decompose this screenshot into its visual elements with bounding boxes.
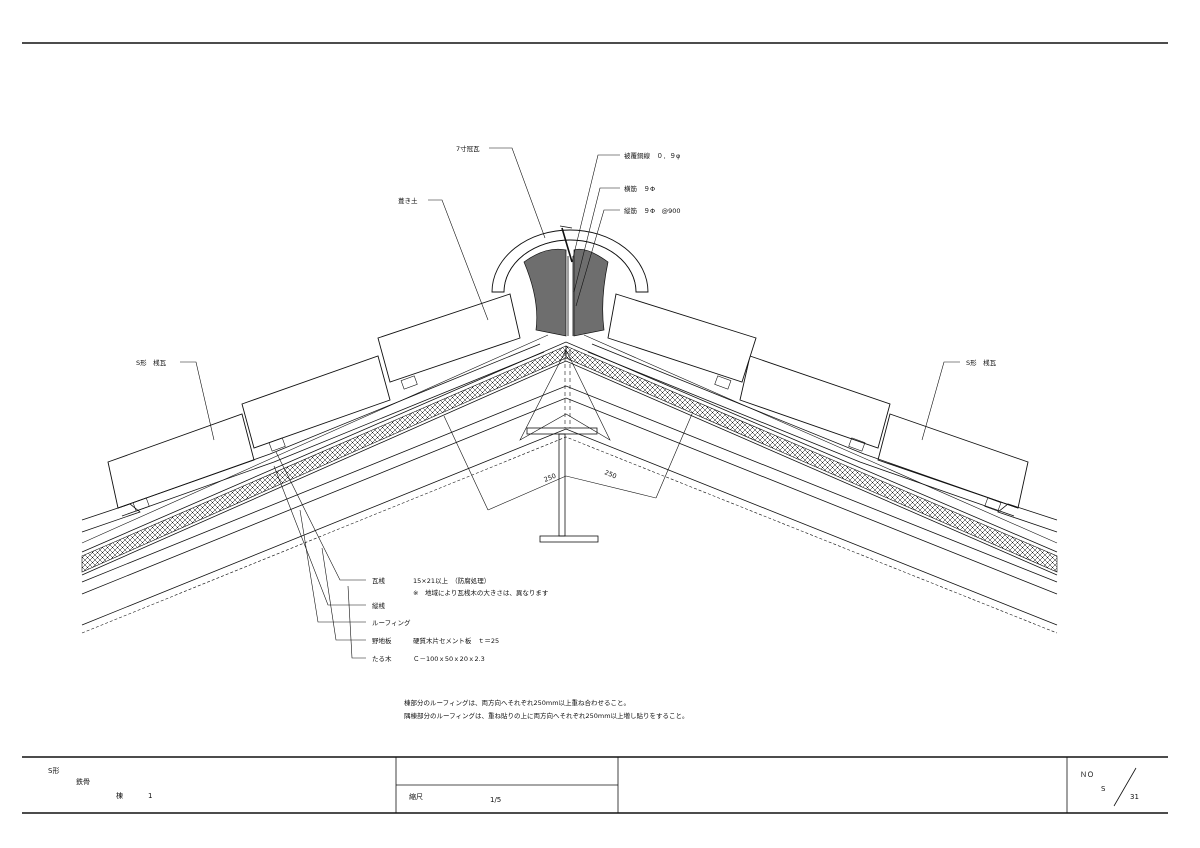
- label-batten: 瓦桟: [372, 576, 386, 585]
- roof-tiles-left: [81, 293, 545, 533]
- title-block: [395, 757, 1137, 813]
- label-sheathing-spec: 硬質木片セメント板 ｔ＝25: [413, 636, 499, 645]
- label-tile-left: S形 桟瓦: [136, 358, 167, 367]
- label-roofing: ルーフィング: [372, 618, 411, 627]
- label-rafter: たる木: [372, 654, 392, 663]
- leader-lines: [180, 147, 960, 659]
- note-hip: 隅棟部分のルーフィングは、重ね貼りの上に両方向へそれぞれ250mm以上増し貼りを…: [404, 711, 689, 720]
- sheathing-board: [81, 341, 1058, 576]
- tb-no-label: ＮＯ: [1080, 771, 1094, 779]
- ridge-rebar: [559, 225, 574, 336]
- tb-part: 棟: [116, 791, 123, 800]
- tb-type: S形: [48, 767, 59, 775]
- ridge-mortar: [523, 248, 609, 337]
- steel-beam: [526, 350, 599, 543]
- roof-tiles-right: [587, 293, 1058, 533]
- rafter-section: [81, 385, 1058, 634]
- label-vertical-rebar: 縦筋 ９Φ @900: [624, 206, 681, 215]
- label-rafter-spec: Ｃ－100ｘ50ｘ20ｘ2.3: [413, 655, 485, 663]
- dimension-lines: [443, 349, 693, 511]
- counter-batten: [81, 334, 1058, 544]
- ridge-crown-tile: [491, 229, 649, 293]
- note-ridge: 棟部分のルーフィングは、両方向へそれぞれ250mm以上重ね合わせること。: [404, 698, 630, 707]
- label-batten-spec: 15×21以上 （防腐処理）: [413, 576, 490, 585]
- tb-no-series: S: [1101, 785, 1106, 793]
- tb-no-number: 31: [1130, 793, 1139, 801]
- tb-scale-label: 縮尺: [409, 792, 423, 801]
- label-copper-wire: 被覆銅線 ０．９φ: [624, 151, 680, 160]
- dim-right: 250: [603, 468, 618, 480]
- tb-structure: 鉄骨: [76, 777, 90, 786]
- label-ridge-tile: 7寸冠瓦: [456, 144, 480, 153]
- tb-scale-value: 1/5: [490, 796, 501, 804]
- dim-left: 250: [543, 472, 558, 484]
- label-tile-right: S形 桟瓦: [966, 358, 997, 367]
- label-batten-note: ※ 地域により瓦桟木の大きさは、異なります: [413, 588, 549, 597]
- label-sheathing: 野地板: [372, 636, 392, 645]
- label-horizontal-rebar: 横筋 ９Φ: [624, 184, 655, 193]
- label-mortar: 葺き土: [398, 196, 418, 205]
- tb-part-no: 1: [148, 792, 152, 800]
- label-counter-batten: 縦桟: [372, 601, 386, 610]
